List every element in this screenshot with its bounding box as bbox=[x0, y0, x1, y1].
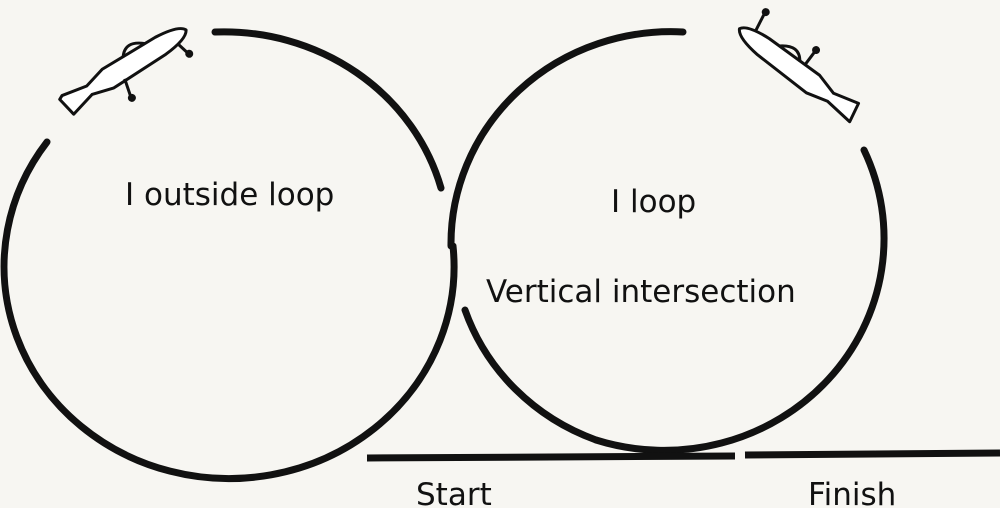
loop-arc-lower-left bbox=[461, 306, 600, 444]
finish-line bbox=[744, 449, 1000, 459]
loop-arc-lower-right bbox=[592, 146, 888, 454]
start-line bbox=[366, 452, 736, 462]
loop-label: I loop bbox=[611, 184, 696, 220]
outside-loop-arc-upper bbox=[211, 28, 445, 192]
finish-label: Finish bbox=[808, 477, 896, 508]
loop-arc-upper bbox=[447, 28, 687, 250]
airplane-icon bbox=[737, 8, 861, 124]
start-label: Start bbox=[416, 477, 492, 508]
outside-loop-arc-lower bbox=[0, 138, 458, 483]
vertical-intersection-label: Vertical intersection bbox=[486, 274, 796, 310]
airplane-icon bbox=[58, 27, 194, 116]
outside-loop-label: I outside loop bbox=[125, 177, 334, 213]
